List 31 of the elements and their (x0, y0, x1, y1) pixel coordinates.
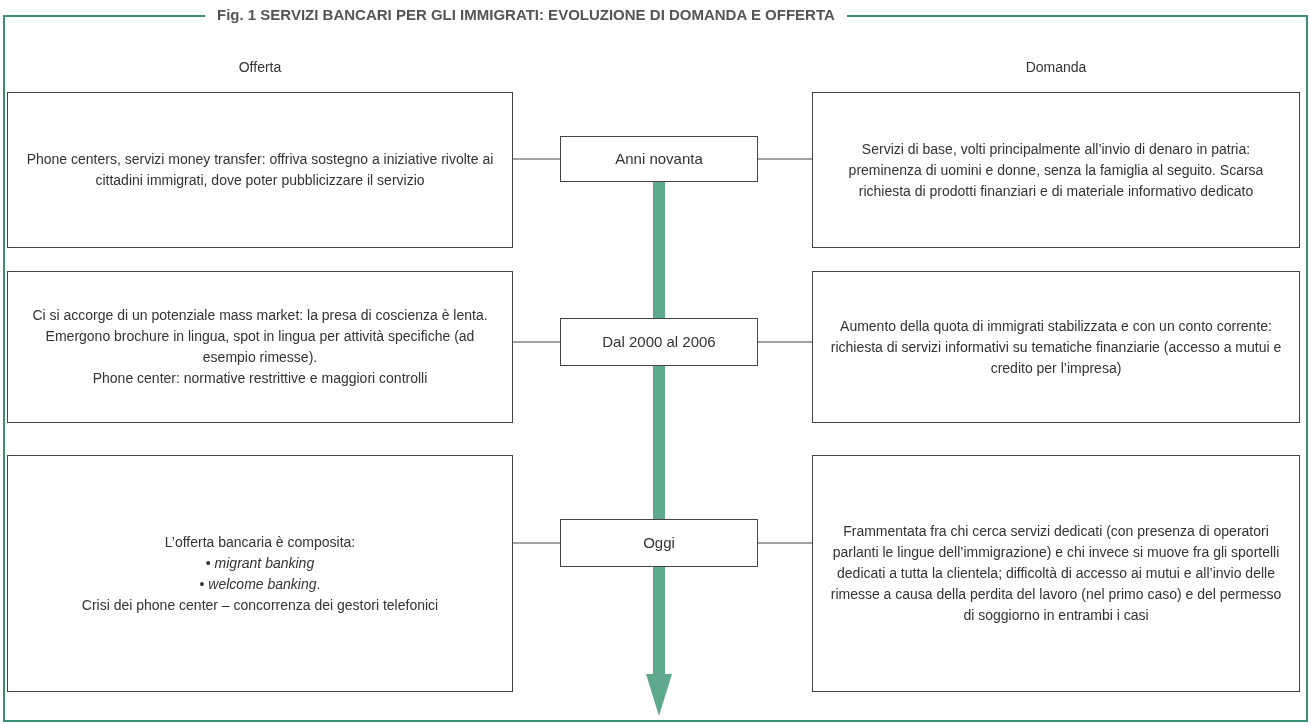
box-text: L’offerta bancaria è composita: (164, 532, 356, 552)
column-header: Offerta (237, 58, 283, 77)
description-box (7, 271, 513, 423)
box-text: • welcome banking. (199, 574, 321, 594)
timeline-arrow (646, 567, 672, 716)
box-text: Phone centers, servizi money transfer: offriva sostegno a iniziative rivolte ai cittadini immigrati, dove poter pubblicizzare il servizio (25, 150, 495, 190)
period-box (560, 318, 758, 366)
box-text: Aumento della quota di immigrati stabilizzata e con un conto corrente: richiesta di servizi informativi su tematiche finanziarie (accesso a mutui e credito per l’impresa) (829, 316, 1283, 378)
connector-line (512, 542, 561, 544)
box-text: Phone center: normative restrittive e maggiori controlli (92, 369, 428, 388)
connector-line (512, 158, 561, 160)
period-box (560, 519, 758, 567)
box-text: Servizi di base, volti principalmente all’invio di denaro in patria: preminenza di uomini e donne, senza la famiglia al seguito. Scarsa richiesta di prodotti finanziari e di materiale informativo dedicato (847, 139, 1265, 201)
box-text: Frammentata fra chi cerca servizi dedicati (con presenza di operatori parlanti le lingue dell’immigrazione) e chi invece si muove fra gli sportelli dedicati a tutta la clientela; difficoltà di accesso ai mutui e all’invio delle rimesse a causa della perdita del lavoro (nel primo caso) e del permesso di soggiorno in entrambi i casi (829, 522, 1283, 625)
box-text: Dal 2000 al 2006 (602, 331, 716, 352)
box-text: Oggi (643, 532, 675, 553)
connector-line (512, 341, 561, 343)
box-text: • migrant banking (205, 553, 315, 573)
description-box (812, 455, 1300, 692)
connector-line (757, 542, 813, 544)
description-box (7, 92, 513, 248)
connector-line (757, 158, 813, 160)
box-text: Crisi dei phone center – concorrenza dei gestori telefonici (81, 595, 439, 615)
description-box (812, 92, 1300, 248)
box-text: Ci si accorge di un potenziale mass market: la presa di coscienza è lenta. Emergono brochure in lingua, spot in lingua per attività specifiche (ad esempio rimesse). (31, 306, 489, 367)
box-text: Anni novanta (615, 148, 703, 169)
connector-line (757, 341, 813, 343)
column-header: Domanda (1024, 58, 1088, 77)
description-box (7, 455, 513, 692)
description-box (812, 271, 1300, 423)
period-box (560, 136, 758, 182)
